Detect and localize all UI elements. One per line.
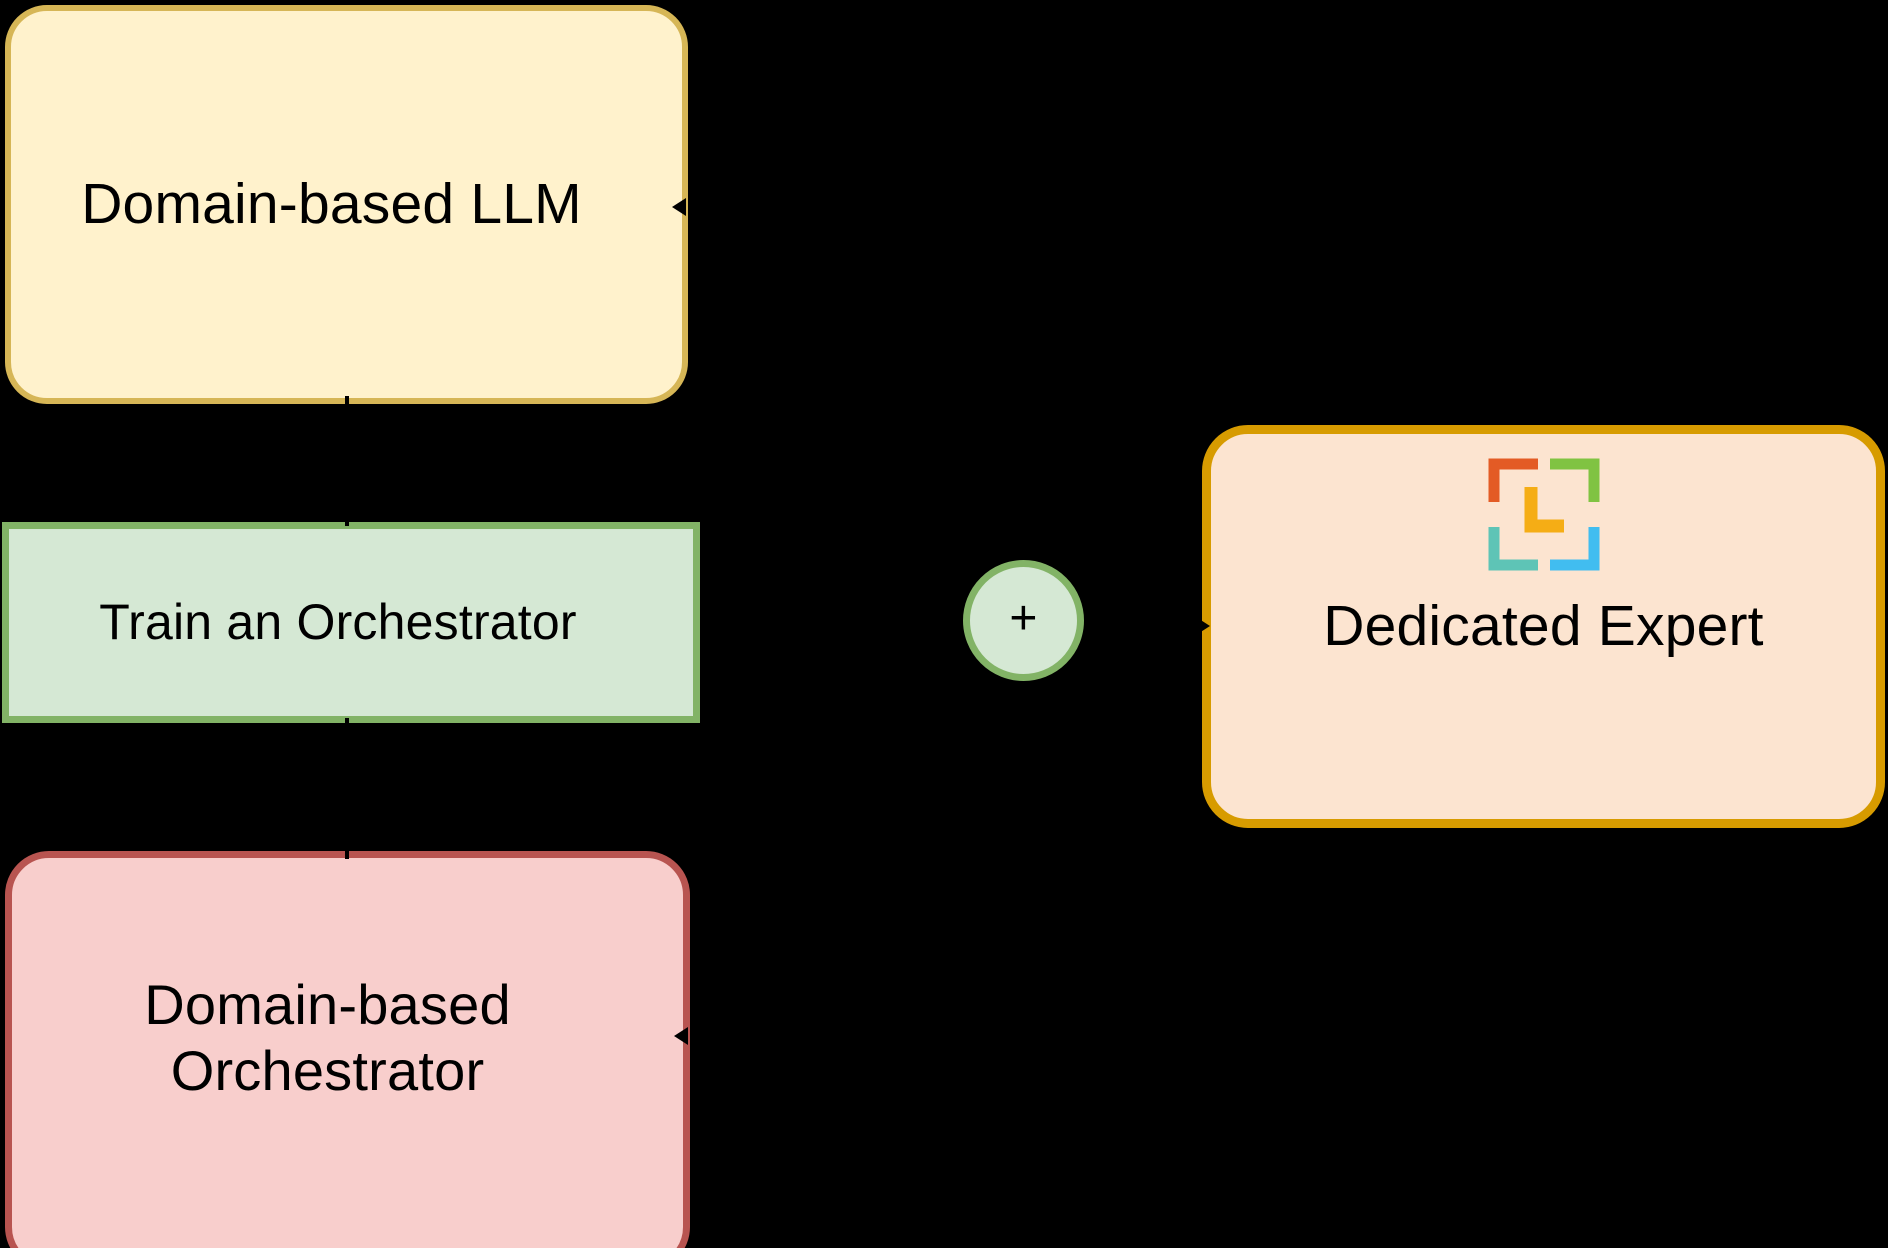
logo-corner-bottom-right <box>1549 527 1599 571</box>
connector-arrowhead-llm-right <box>672 198 686 216</box>
bracket-l-logo-icon <box>1486 456 1602 573</box>
node-domain-based-orchestrator-label-line1: Domain-based <box>144 972 511 1036</box>
node-train-an-orchestrator-label: Train an Orchestrator <box>99 594 577 650</box>
connector-stub-llm-bottom <box>345 396 349 412</box>
node-train-an-orchestrator[interactable]: Train an Orchestrator <box>2 522 700 723</box>
node-domain-based-orchestrator-label-line2: Orchestrator <box>170 1039 485 1102</box>
connector-arrowhead-orchestrator-right <box>674 1027 688 1045</box>
connector-stub-train-top <box>345 508 349 526</box>
node-dedicated-expert[interactable]: Dedicated Expert <box>1202 425 1885 828</box>
connector-arrowhead-plus-right <box>1088 612 1102 630</box>
logo-corner-top-right <box>1549 458 1599 502</box>
connector-arrowhead-expert-left <box>1196 617 1210 635</box>
node-plus-connector[interactable]: + <box>963 560 1084 681</box>
node-domain-based-llm-label: Domain-based LLM <box>81 171 582 236</box>
plus-icon: + <box>1009 591 1038 645</box>
node-domain-based-llm[interactable]: Domain-based LLM <box>5 5 688 404</box>
connector-stub-orchestrator-top <box>345 843 349 859</box>
node-domain-based-orchestrator-label: Domain-based Orchestrator <box>144 972 551 1150</box>
logo-letter-l <box>1524 487 1564 533</box>
bracket-l-logo-svg <box>1488 458 1599 571</box>
node-dedicated-expert-label: Dedicated Expert <box>1323 594 1764 658</box>
logo-corner-bottom-left <box>1488 527 1538 571</box>
connector-stub-train-bottom <box>345 718 349 736</box>
node-domain-based-orchestrator[interactable]: Domain-based Orchestrator <box>5 851 690 1248</box>
logo-corner-top-left <box>1488 458 1538 502</box>
